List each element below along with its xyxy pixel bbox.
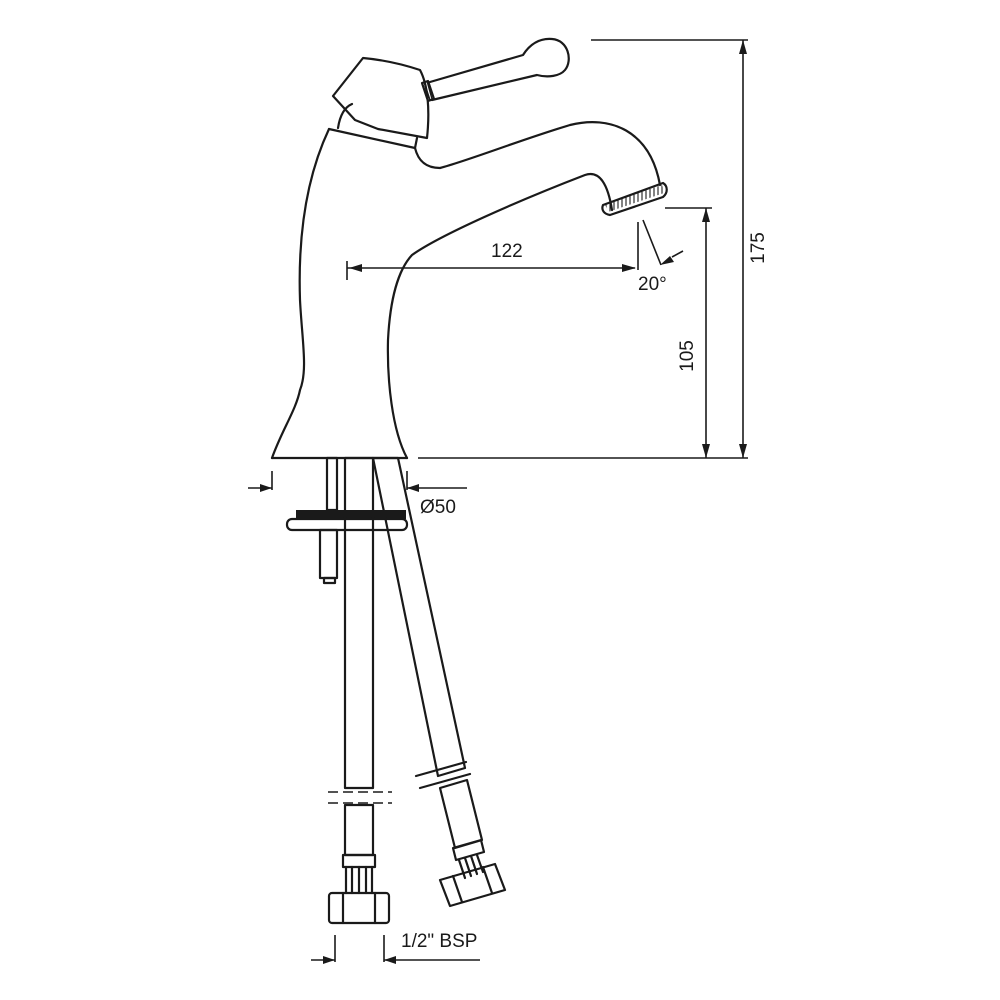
label-connection: 1/2" BSP <box>401 931 478 952</box>
label-spout-height: 105 <box>676 340 698 372</box>
lever-handle <box>331 37 570 140</box>
dim-base-diameter <box>248 471 467 492</box>
dim-connection <box>311 935 480 964</box>
label-base-diameter: Ø50 <box>420 497 456 518</box>
hose-angled <box>371 456 507 908</box>
hose-straight <box>327 456 392 925</box>
faucet-body <box>270 102 662 460</box>
label-overall-height: 175 <box>747 232 769 264</box>
dim-spout-reach <box>346 219 684 280</box>
dim-overall-height <box>418 39 748 459</box>
label-spout-angle: 20° <box>638 274 667 295</box>
spout-aerator <box>601 181 668 217</box>
dim-spout-height <box>665 207 712 458</box>
label-spout-reach: 122 <box>491 241 523 262</box>
mounting-hardware <box>285 456 409 585</box>
